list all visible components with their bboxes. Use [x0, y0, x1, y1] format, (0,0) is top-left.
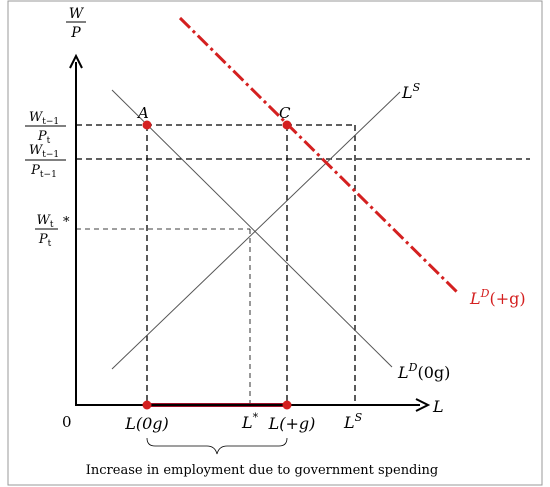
svg-text:P: P	[70, 25, 81, 41]
svg-text:Wt: Wt	[37, 213, 54, 230]
svg-text:Pt−1: Pt−1	[30, 163, 57, 180]
labor-demand-curve-0g	[111, 89, 393, 368]
x-axis-label: L	[432, 397, 444, 416]
point-c-marker	[282, 120, 292, 130]
lg-marker	[282, 400, 292, 410]
ld0-curve-label: LD(0g)	[397, 361, 450, 382]
point-a-label: A	[136, 104, 149, 122]
svg-text:Pt: Pt	[37, 129, 51, 146]
tick-lg: L(+g)	[268, 414, 316, 433]
svg-text:Wt−1: Wt−1	[29, 143, 59, 160]
y-axis-label: W P	[66, 6, 86, 41]
wage-label-3: Wt * Pt	[35, 213, 70, 249]
tick-l0g: L(0g)	[124, 414, 169, 433]
origin-label: 0	[62, 413, 72, 431]
point-c-label: C	[279, 104, 291, 122]
axes	[75, 62, 420, 406]
thin-dashed-guides	[76, 228, 251, 405]
employment-brace	[146, 437, 288, 455]
caption: Increase in employment due to government…	[86, 463, 439, 478]
svg-text:Pt: Pt	[38, 232, 52, 249]
labor-supply-curve	[111, 91, 401, 370]
x-axis-arrow-icon	[415, 398, 431, 412]
tick-lstar: L*	[241, 411, 259, 432]
ldg-curve-label: LD(+g)	[469, 287, 526, 308]
ls-curve-label: LS	[401, 81, 421, 102]
labor-demand-curve-g	[178, 16, 460, 295]
svg-text:W: W	[69, 6, 85, 22]
wage-label-1: Wt−1 Pt	[25, 110, 66, 146]
point-a-marker	[142, 120, 152, 130]
figure-border	[7, 0, 543, 486]
wage-label-2: Wt−1 Pt−1	[25, 143, 66, 180]
svg-text:*: *	[63, 215, 70, 230]
dashed-guides	[76, 124, 530, 405]
svg-text:Wt−1: Wt−1	[29, 110, 59, 127]
tick-ls: LS	[343, 411, 363, 432]
y-axis-arrow-icon	[69, 53, 83, 69]
l0g-marker	[142, 400, 152, 410]
